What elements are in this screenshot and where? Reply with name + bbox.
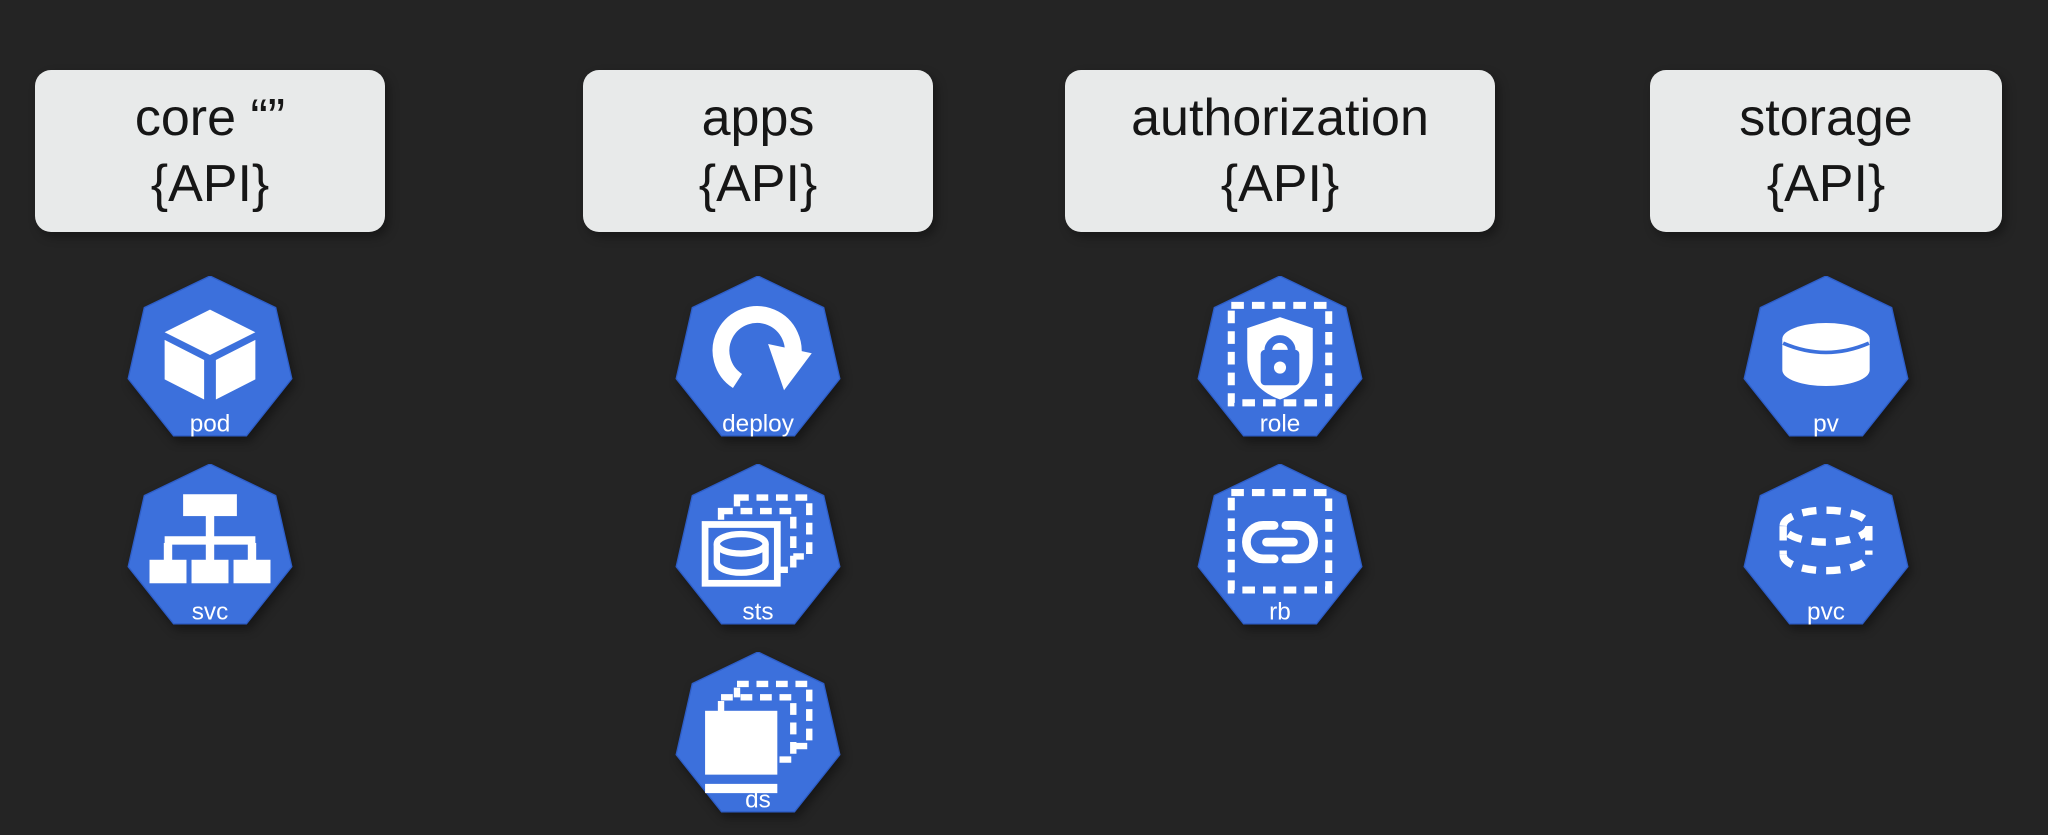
- api-group-name: authorization: [1131, 89, 1429, 147]
- resource-sts: sts: [674, 464, 842, 632]
- resource-heptagon: sts: [675, 464, 841, 625]
- api-group-column-storage: storage {API} pv pvc: [1650, 70, 2002, 632]
- resource-label: ds: [745, 786, 771, 813]
- resource-deploy: deploy: [674, 276, 842, 444]
- heptagon-shape: [1743, 464, 1909, 625]
- api-group-name: apps: [701, 89, 815, 147]
- resource-label: sts: [742, 598, 773, 625]
- resource-label: deploy: [722, 410, 795, 437]
- stacked-rect-icon: [705, 680, 813, 794]
- link-icon: [1227, 489, 1333, 594]
- api-group-column-authorization: authorization {API} role rb: [1065, 70, 1495, 632]
- resource-list: pod svc: [126, 276, 294, 632]
- api-group-column-apps: apps {API} deploy sts ds: [583, 70, 933, 820]
- api-group-header: core “” {API}: [35, 70, 385, 232]
- resource-pod: pod: [126, 276, 294, 444]
- cube-icon: [164, 309, 256, 400]
- resource-label: pv: [1813, 410, 1840, 437]
- resource-heptagon: rb: [1197, 464, 1363, 625]
- resource-svc: svc: [126, 464, 294, 632]
- resource-label: pvc: [1807, 598, 1845, 625]
- resource-heptagon: ds: [675, 652, 841, 813]
- heptagon-shape: [127, 276, 293, 437]
- api-group-column-core: core “” {API} pod svc: [35, 70, 385, 632]
- resource-label: role: [1260, 410, 1301, 437]
- network-tree-icon: [149, 494, 271, 584]
- api-group-header: authorization {API}: [1065, 70, 1495, 232]
- resource-pv: pv: [1742, 276, 1910, 444]
- resource-list: role rb: [1196, 276, 1364, 632]
- resource-role: role: [1196, 276, 1364, 444]
- api-group-name: core “”: [134, 89, 286, 147]
- api-group-header: apps {API}: [583, 70, 933, 232]
- resource-label: pod: [190, 410, 231, 437]
- circular-arrow-icon: [712, 306, 812, 391]
- resource-heptagon: svc: [127, 464, 293, 625]
- api-group-name: storage: [1739, 89, 1913, 147]
- resource-label: rb: [1269, 598, 1291, 625]
- heptagon-shape: [675, 276, 841, 437]
- resource-ds: ds: [674, 652, 842, 820]
- cylinder-icon: [1782, 323, 1870, 387]
- resource-rb: rb: [1196, 464, 1364, 632]
- stacked-db-icon: [701, 494, 813, 587]
- api-tag-label: {API}: [150, 155, 270, 213]
- resource-list: pv pvc: [1742, 276, 1910, 632]
- resource-heptagon: role: [1197, 276, 1363, 437]
- api-tag-label: {API}: [1220, 155, 1340, 213]
- resource-pvc: pvc: [1742, 464, 1910, 632]
- api-group-header: storage {API}: [1650, 70, 2002, 232]
- resource-list: deploy sts ds: [674, 276, 842, 820]
- resource-heptagon: pv: [1743, 276, 1909, 437]
- api-tag-label: {API}: [1766, 155, 1886, 213]
- resource-heptagon: pod: [127, 276, 293, 437]
- resource-heptagon: deploy: [675, 276, 841, 437]
- api-tag-label: {API}: [698, 155, 818, 213]
- resource-heptagon: pvc: [1743, 464, 1909, 625]
- shield-lock-icon: [1227, 301, 1333, 407]
- resource-label: svc: [192, 598, 229, 625]
